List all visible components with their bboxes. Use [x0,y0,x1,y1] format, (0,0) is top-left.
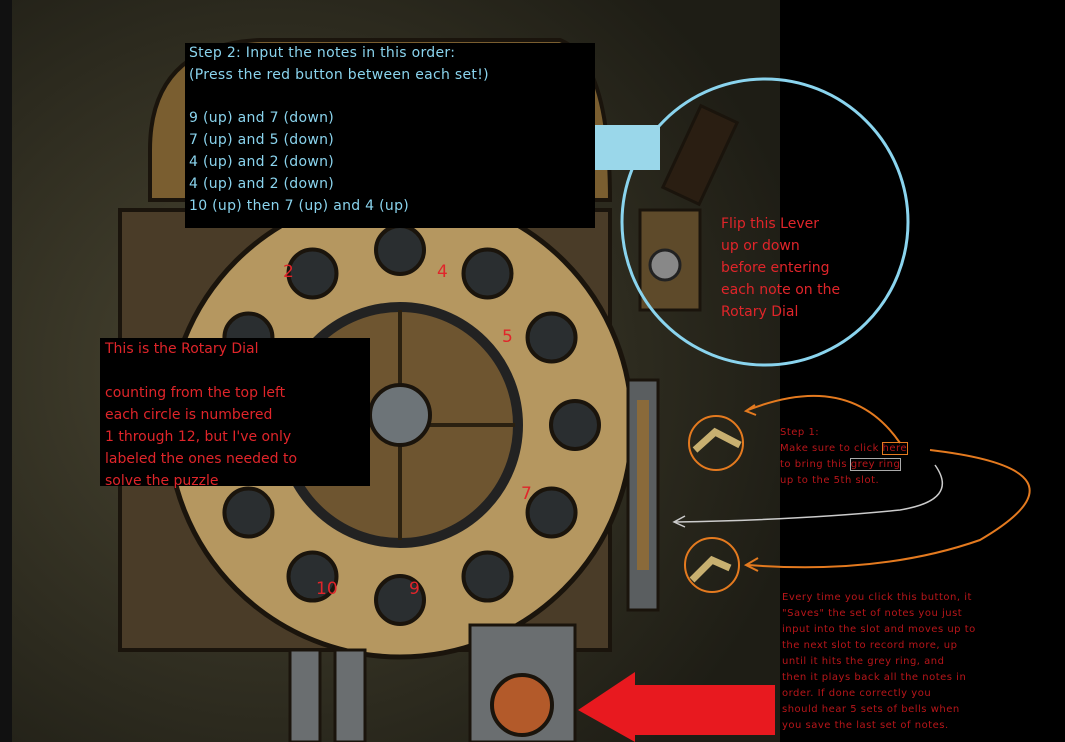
red-button[interactable] [490,673,554,737]
button-note-line: order. If done correctly you [782,688,932,699]
dial-hole[interactable] [286,550,339,603]
orange-circle-ring-lever [688,415,744,471]
lever-note-line: Rotary Dial [721,304,799,320]
dial-note-line: solve the puzzle [105,473,219,489]
dial-label-4: 4 [437,262,448,282]
red-arrow [578,672,775,742]
dial-label-5: 5 [502,327,513,347]
dial-label-7: 7 [521,484,532,504]
button-note-line: input into the slot and moves up to [782,624,976,635]
button-note-line: Every time you click this button, it [782,592,972,603]
step2-line: 7 (up) and 5 (down) [189,132,335,148]
step1-text: to bring this [780,459,851,470]
dial-label-2: 2 [283,262,294,282]
dial-note-box: This is the Rotary Dial counting from th… [100,338,370,489]
save-button[interactable] [689,555,732,583]
button-note-line: should hear 5 sets of bells when [782,704,960,715]
lever-note-line: each note on the [721,282,841,298]
button-note-line: you save the last set of notes. [782,720,949,731]
lever-highlight-circle [620,77,910,367]
dial-hole[interactable] [286,247,339,300]
lever-note-line: up or down [721,238,800,254]
step1-here-label: here [881,442,909,455]
button-note-line: then it plays back all the notes in [782,672,967,683]
step1-text: up to the 5th slot. [780,475,880,486]
dial-hole[interactable] [549,399,601,451]
dial-hole[interactable] [222,486,275,539]
dial-hole[interactable] [461,550,514,603]
button-note-line: "Saves" the set of notes you just [782,608,963,619]
orange-circle-save-button [684,537,740,593]
lever[interactable] [660,103,740,207]
dial-hole[interactable] [461,247,514,300]
dial-note-line: counting from the top left [105,385,286,401]
step2-box: Step 2: Input the notes in this order: (… [185,43,595,228]
dial-note-title: This is the Rotary Dial [105,341,259,357]
step2-line: 4 (up) and 2 (down) [189,154,335,170]
step2-title: Step 2: Input the notes in this order: [189,45,456,61]
dial-hole[interactable] [374,574,426,626]
dial-note-line: labeled the ones needed to [105,451,298,467]
button-note-line: the next slot to record more, up [782,640,958,651]
dial-hole[interactable] [374,224,426,276]
dial-hole[interactable] [525,311,578,364]
lever-note-line: Flip this Lever [721,216,819,232]
dial-hole[interactable] [525,486,578,539]
dial-label-10: 10 [316,579,338,599]
step1-text: Make sure to click [780,443,883,454]
step1-title: Step 1: [780,427,820,438]
step1-grey-ring-label: grey ring [849,458,902,471]
button-note-line: until it hits the grey ring, and [782,656,945,667]
lever-note-line: before entering [721,260,830,276]
dial-note-line: 1 through 12, but I've only [105,429,292,445]
step2-subtitle: (Press the red button between each set!) [189,67,489,83]
dial-label-9: 9 [409,579,420,599]
ring-lever[interactable] [692,427,742,453]
dial-note-line: each circle is numbered [105,407,273,423]
step2-line: 9 (up) and 7 (down) [189,110,335,126]
step2-line: 4 (up) and 2 (down) [189,176,335,192]
lever-note: Flip this Lever up or down before enteri… [716,210,876,325]
step2-line: 10 (up) then 7 (up) and 4 (up) [189,198,410,214]
